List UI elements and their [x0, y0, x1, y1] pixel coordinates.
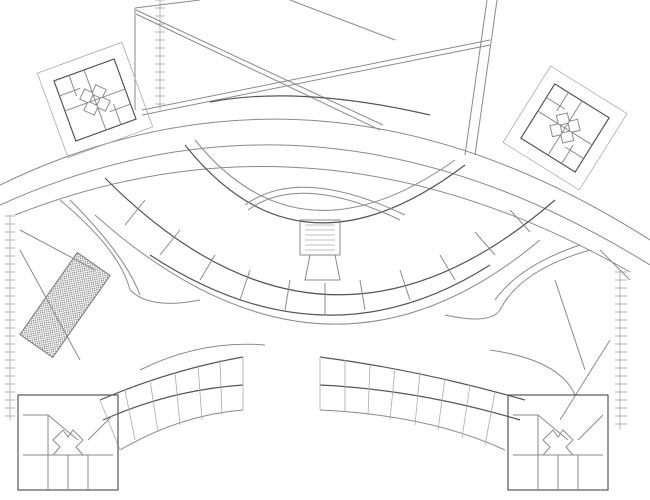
path-cross-a — [135, 9, 384, 131]
stair-left — [155, 0, 165, 110]
top-plaza — [134, 0, 498, 156]
right-zone — [489, 249, 631, 430]
path-cross-b — [141, 39, 491, 116]
building-bottom-right — [507, 394, 609, 491]
stair-strip-left — [5, 215, 15, 420]
amphitheater — [184, 139, 466, 281]
hatched-court — [19, 251, 111, 359]
building-bottom-left — [17, 394, 119, 491]
lower-row-right — [319, 356, 526, 451]
stair-strip-right — [615, 270, 627, 430]
central-curved-building — [59, 177, 591, 325]
ring-road — [0, 118, 650, 273]
left-zone — [5, 215, 266, 420]
lower-row-left — [99, 356, 244, 451]
stair-right — [464, 0, 498, 156]
